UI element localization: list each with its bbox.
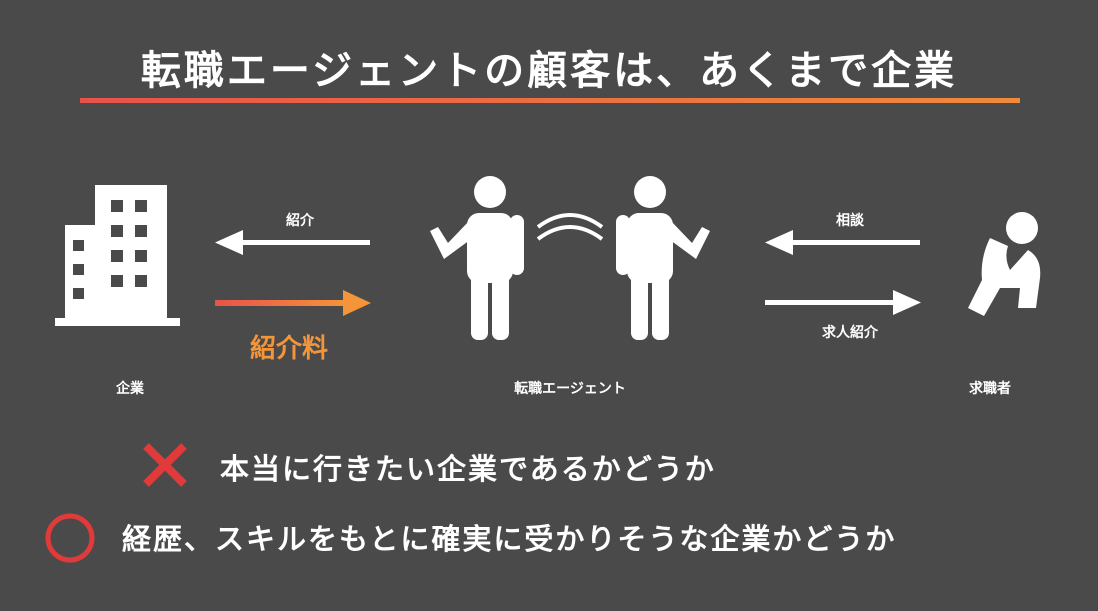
circle-icon (45, 513, 95, 563)
agent-people-icon (430, 176, 710, 340)
agent-label: 転職エージェント (514, 381, 626, 397)
arrow-left-consult-icon (765, 230, 920, 255)
introduction-label: 紹介 (286, 213, 314, 229)
crouching-person-icon (968, 212, 1041, 316)
arrow-left-icon (215, 230, 370, 255)
cross-icon (143, 443, 187, 487)
fee-label: 紹介料 (250, 334, 329, 364)
right-point-text: 経歴、スキルをもとに確実に受かりそうな企業かどうか (122, 522, 897, 556)
page-title: 転職エージェントの顧客は、あくまで企業 (140, 48, 958, 94)
wrong-point-text: 本当に行きたい企業であるかどうか (220, 452, 716, 486)
title-underline (80, 98, 1020, 103)
jobseeker-label: 求職者 (969, 381, 1011, 397)
arrow-right-job-icon (765, 290, 921, 315)
building-icon (55, 185, 180, 326)
job-introduction-label: 求人紹介 (822, 325, 878, 341)
consultation-label: 相談 (836, 213, 864, 229)
arrow-right-fee-icon (215, 290, 371, 316)
company-label: 企業 (116, 381, 144, 397)
